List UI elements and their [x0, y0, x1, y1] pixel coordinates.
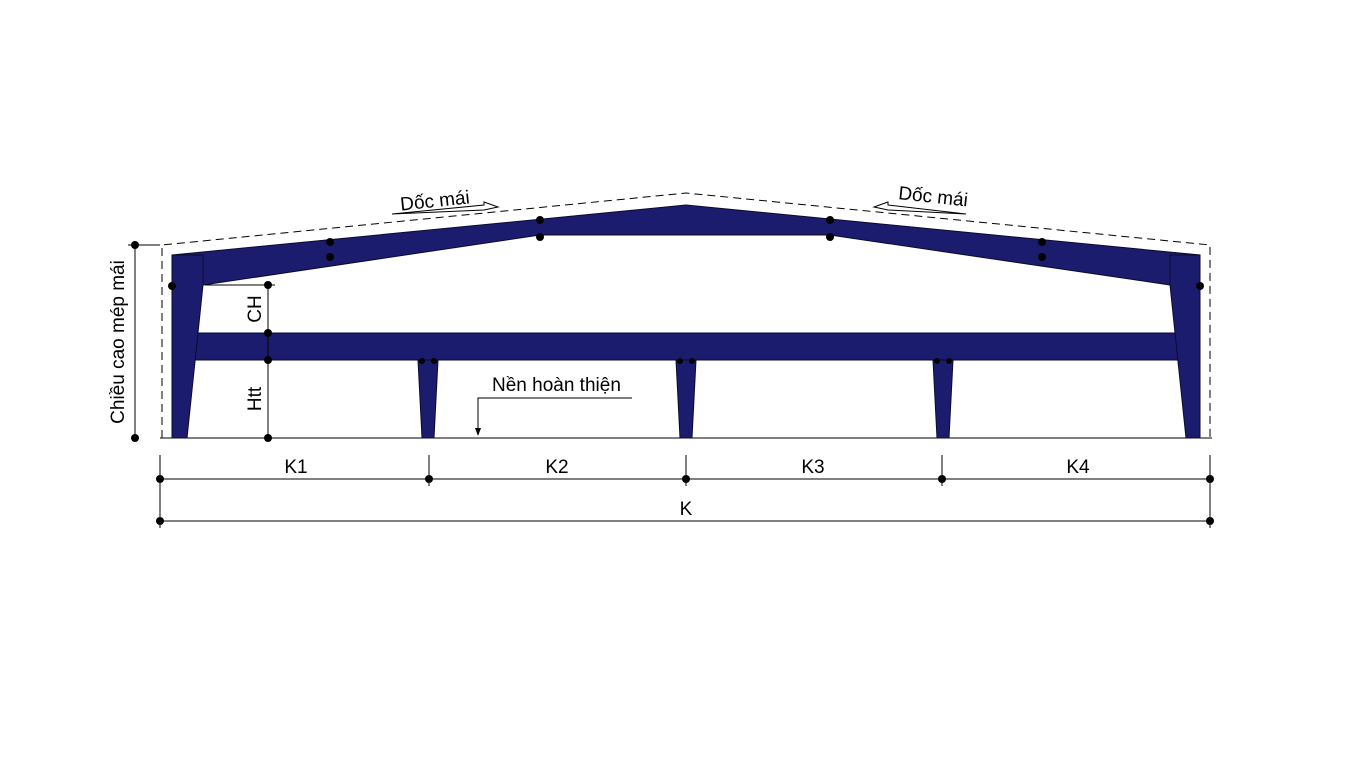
roof-outline [161, 192, 1211, 438]
mezzanine-beam [171, 332, 1201, 361]
bolt-connections [168, 216, 1204, 364]
htt-label: Htt [245, 386, 266, 411]
span-dimensions [156, 455, 1214, 528]
slope-arrow-left-icon [872, 201, 967, 215]
left-column [171, 254, 204, 439]
ch-label: CH [245, 295, 266, 322]
span-k4-label: K4 [1066, 457, 1090, 478]
arrow-down-icon [475, 428, 481, 436]
span-k2-label: K2 [545, 457, 568, 478]
interior-column-3 [932, 359, 954, 439]
slope-arrow-right-icon [391, 201, 500, 215]
interior-column-1 [417, 359, 439, 439]
span-k1-label: K1 [284, 457, 307, 478]
interior-column-2 [675, 359, 697, 439]
right-column [1169, 254, 1201, 439]
roof-rafter [171, 204, 1201, 286]
total-span-label: K [680, 499, 693, 520]
eave-height-label: Chiều cao mép mái [108, 260, 129, 424]
finished-floor-label: Nền hoàn thiện [492, 375, 621, 396]
span-k3-label: K3 [801, 457, 824, 478]
